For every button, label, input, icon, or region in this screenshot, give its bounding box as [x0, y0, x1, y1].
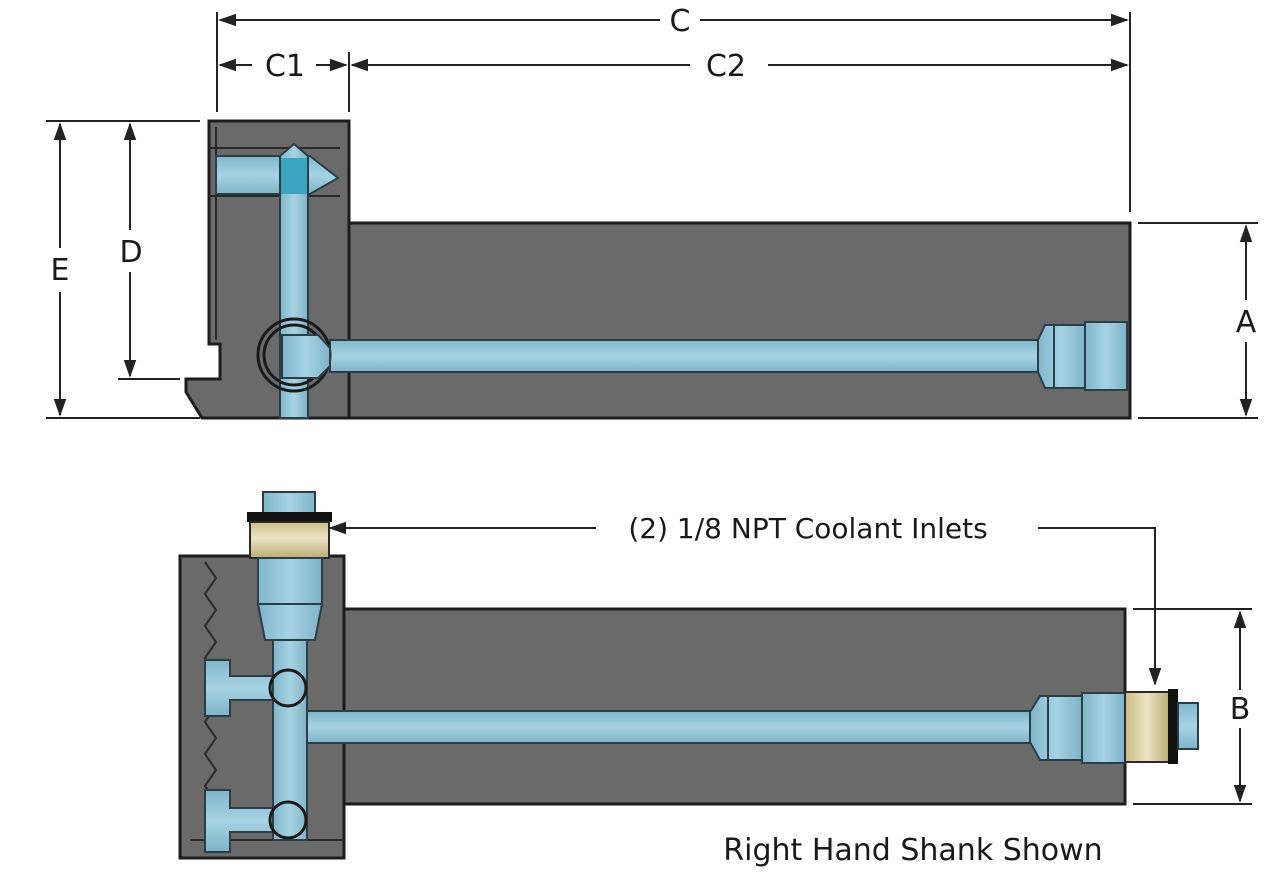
top-inlet-seal: [247, 512, 332, 522]
side-inlet-nozzle: [1177, 702, 1199, 750]
diagram-caption: Right Hand Shank Shown: [723, 833, 1102, 868]
lower-plug-ring: [268, 800, 308, 840]
ring-passage: [281, 334, 331, 379]
plan-shank-bar: [342, 607, 1127, 806]
dim-b-label: B: [1230, 692, 1251, 727]
callout-leader-right: [1038, 527, 1162, 686]
top-inlet-brass-plug: [249, 521, 330, 559]
dim-a-label: A: [1236, 305, 1257, 340]
side-view: C C1 C2 E D A: [46, 4, 1258, 420]
top-inlet-port: [257, 557, 323, 641]
dim-c-label: C: [670, 4, 691, 39]
side-inlet-brass-plug: [1124, 691, 1170, 763]
shank-bar: [347, 221, 1132, 420]
top-inlet-nozzle: [262, 491, 316, 515]
side-inlet-seal: [1168, 689, 1178, 764]
plan-horizontal-passage: [306, 710, 1033, 744]
dim-d-label: D: [119, 235, 142, 270]
dim-e-label: E: [51, 253, 70, 288]
coolant-inlets-callout: (2) 1/8 NPT Coolant Inlets: [628, 512, 987, 545]
plan-view: B (2) 1/8 NPT Coolant Inlets Right: [178, 491, 1252, 868]
plan-end-fitting-taper: [1029, 695, 1083, 761]
end-fitting-taper: [1037, 324, 1086, 389]
horizontal-passage: [329, 339, 1039, 373]
dim-c2-label: C2: [706, 49, 746, 84]
passage-intersection: [281, 158, 307, 194]
dim-c1-label: C1: [265, 49, 305, 84]
upper-plug-ring: [268, 668, 308, 708]
plan-end-fitting-body: [1081, 692, 1126, 764]
end-fitting-body: [1084, 321, 1128, 391]
